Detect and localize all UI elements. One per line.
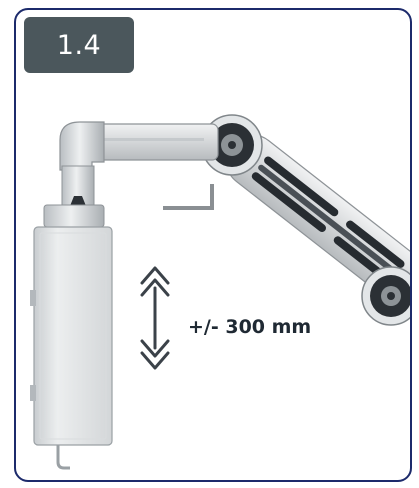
corner-elbow bbox=[59, 121, 105, 171]
clamp-collar bbox=[43, 204, 105, 228]
allen-key-icon bbox=[163, 184, 214, 210]
upper-arm-segment bbox=[95, 123, 219, 161]
step-number-badge: 1.4 bbox=[24, 17, 134, 73]
double-headed-vertical-arrow-icon bbox=[140, 266, 170, 370]
base-housing bbox=[30, 226, 113, 446]
step-number: 1.4 bbox=[56, 29, 102, 61]
end-joint bbox=[361, 266, 410, 326]
cable-tail bbox=[56, 445, 70, 470]
adjustment-range-label: +/- 300 mm bbox=[188, 316, 312, 338]
